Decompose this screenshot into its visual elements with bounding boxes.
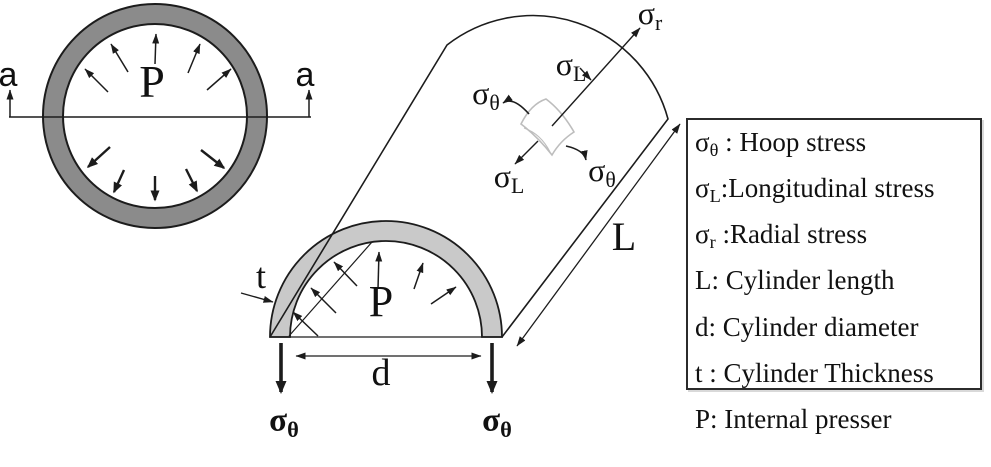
radius-line [288, 241, 373, 337]
pressure-label-arch: P [368, 277, 394, 326]
hoop-stress-curve-left [502, 94, 530, 115]
cylinder-figure [240, 14, 681, 394]
arch-pressure-arrows [292, 251, 457, 337]
cross-section-figure [6, 3, 313, 229]
thickness-label: t [255, 256, 267, 296]
sigma-l-top-label: σL [555, 46, 587, 87]
longitudinal-stress-arrow-down [514, 140, 539, 165]
thickness-arrow [240, 292, 274, 303]
shell-element-patch [519, 98, 576, 157]
sigma-theta-right-label: σθ [588, 152, 616, 193]
sigma-r-label: σr [637, 0, 663, 36]
sigma-theta-left-label: σθ [472, 75, 500, 116]
legend-item-cylinder-diameter: d: Cylinder diameter [695, 311, 919, 342]
legend-item-cylinder-thickness: t : Cylinder Thickness [695, 357, 934, 388]
sigma-theta-hoop-right-label: σθ [482, 402, 512, 442]
legend-box: σθ : Hoop stress σL:Longitudinal stress … [686, 118, 982, 434]
pressure-arrows-upper [84, 33, 232, 93]
legend-item-hoop-stress: σθ : Hoop stress [695, 127, 867, 161]
diameter-label: d [371, 352, 391, 394]
pressure-label-circle: P [139, 56, 165, 107]
legend-item-cylinder-length: L: Cylinder length [695, 265, 895, 296]
legend-item-radial-stress: σr :Radial stress [695, 219, 868, 253]
legend-item-internal-pressure: P: Internal presser [695, 403, 892, 434]
length-label: L [611, 214, 637, 259]
longitudinal-stress-arrow-up [579, 67, 592, 81]
length-dimension [516, 123, 681, 347]
legend-item-longitudinal-stress: σL:Longitudinal stress [695, 173, 935, 207]
pressure-arrows-lower [86, 146, 226, 202]
section-label-a-left: a [0, 56, 18, 94]
sigma-l-bottom-label: σL [493, 158, 525, 199]
radial-stress-arrow [551, 27, 641, 127]
hoop-stress-curve-right [565, 145, 588, 161]
vessel-ring-inner [62, 23, 248, 209]
sigma-theta-hoop-left-label: σθ [269, 402, 299, 442]
cylinder-outline [269, 14, 669, 338]
section-label-a-right: a [295, 56, 315, 94]
